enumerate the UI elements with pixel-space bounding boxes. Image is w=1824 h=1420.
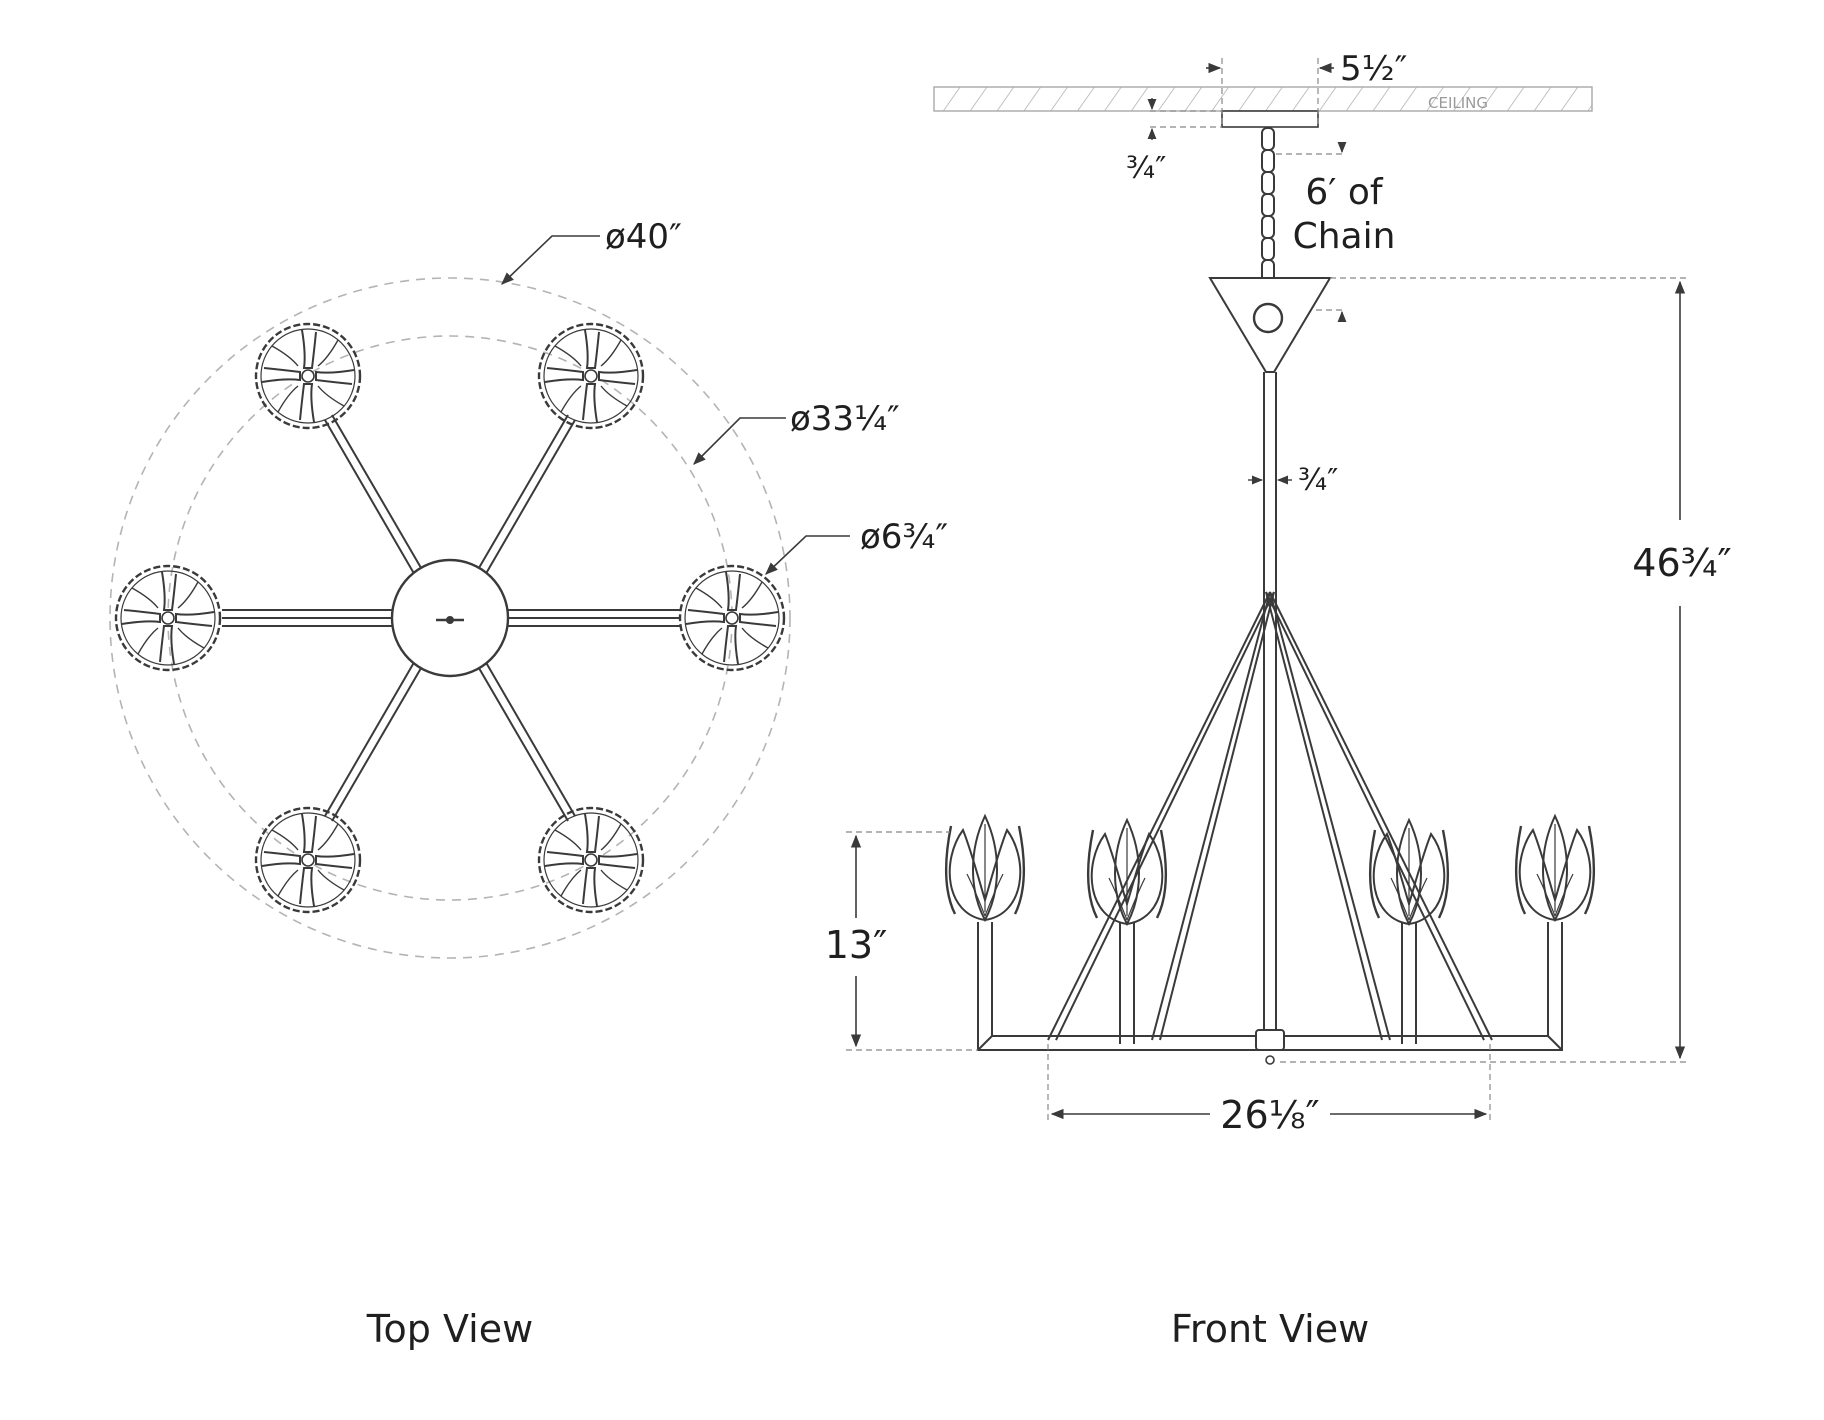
shade-diameter-label: ø6¾″ bbox=[860, 517, 948, 557]
outer-diameter-leader: ø40″ bbox=[501, 217, 682, 285]
finial bbox=[1265, 1055, 1275, 1065]
shade-top-1 bbox=[254, 322, 362, 430]
inner-diameter-leader: ø33¼″ bbox=[693, 399, 900, 465]
inner-diameter-label: ø33¼″ bbox=[790, 399, 900, 439]
stem-width-label: ¾″ bbox=[1298, 463, 1338, 498]
canopy-width-label: 5½″ bbox=[1340, 49, 1407, 89]
chain-dim: 6′ of Chain bbox=[1276, 141, 1396, 323]
arm-height-label: 13″ bbox=[825, 923, 888, 967]
shade-diameter-leader: ø6¾″ bbox=[765, 517, 948, 575]
canopy-height-dim: ¾″ bbox=[1126, 98, 1222, 186]
shade-front-2 bbox=[1087, 818, 1167, 926]
top-view-label: Top View bbox=[366, 1307, 533, 1351]
stem-width-dim: ¾″ bbox=[1248, 463, 1338, 498]
chain-loop bbox=[1252, 302, 1284, 334]
stem bbox=[1263, 372, 1277, 1038]
shade-top-5 bbox=[254, 806, 362, 914]
shade-top-6 bbox=[537, 806, 645, 914]
ceiling-slab bbox=[933, 86, 1593, 112]
front-view-label: Front View bbox=[1171, 1307, 1369, 1351]
shade-top-2 bbox=[537, 322, 645, 430]
overall-height-dim: 46¾″ bbox=[1280, 277, 1732, 1063]
arm-height-dim: 13″ bbox=[825, 831, 978, 1051]
outer-diameter-circle bbox=[109, 277, 791, 959]
chain-length-line2: Chain bbox=[1293, 216, 1396, 257]
hub-screw-head bbox=[446, 616, 454, 624]
shade-top-3 bbox=[114, 564, 222, 672]
canopy-height-label: ¾″ bbox=[1126, 151, 1166, 186]
shade-front-3 bbox=[1369, 818, 1449, 926]
support-rods bbox=[1047, 591, 1493, 1041]
chain-length-line1: 6′ of bbox=[1305, 172, 1384, 213]
shade-front-1 bbox=[945, 814, 1025, 922]
center-hub bbox=[1255, 1029, 1285, 1051]
shade-front-4 bbox=[1515, 814, 1595, 922]
top-arms bbox=[222, 414, 680, 822]
shade-top-4 bbox=[678, 564, 786, 672]
overall-height-label: 46¾″ bbox=[1632, 541, 1731, 585]
top-view: ø40″ ø33¼″ ø6¾″ Top View bbox=[109, 217, 948, 1351]
ceiling-label: CEILING bbox=[1428, 94, 1488, 112]
canopy-plate bbox=[1221, 110, 1319, 128]
canopy-width-dim bbox=[1221, 58, 1319, 128]
arm-span-label: 26⅛″ bbox=[1220, 1093, 1319, 1137]
arm-span-dim: 26⅛″ bbox=[1047, 1044, 1491, 1137]
outer-diameter-label: ø40″ bbox=[605, 217, 682, 257]
front-view: CEILING 5½″ ¾″ bbox=[825, 49, 1732, 1351]
